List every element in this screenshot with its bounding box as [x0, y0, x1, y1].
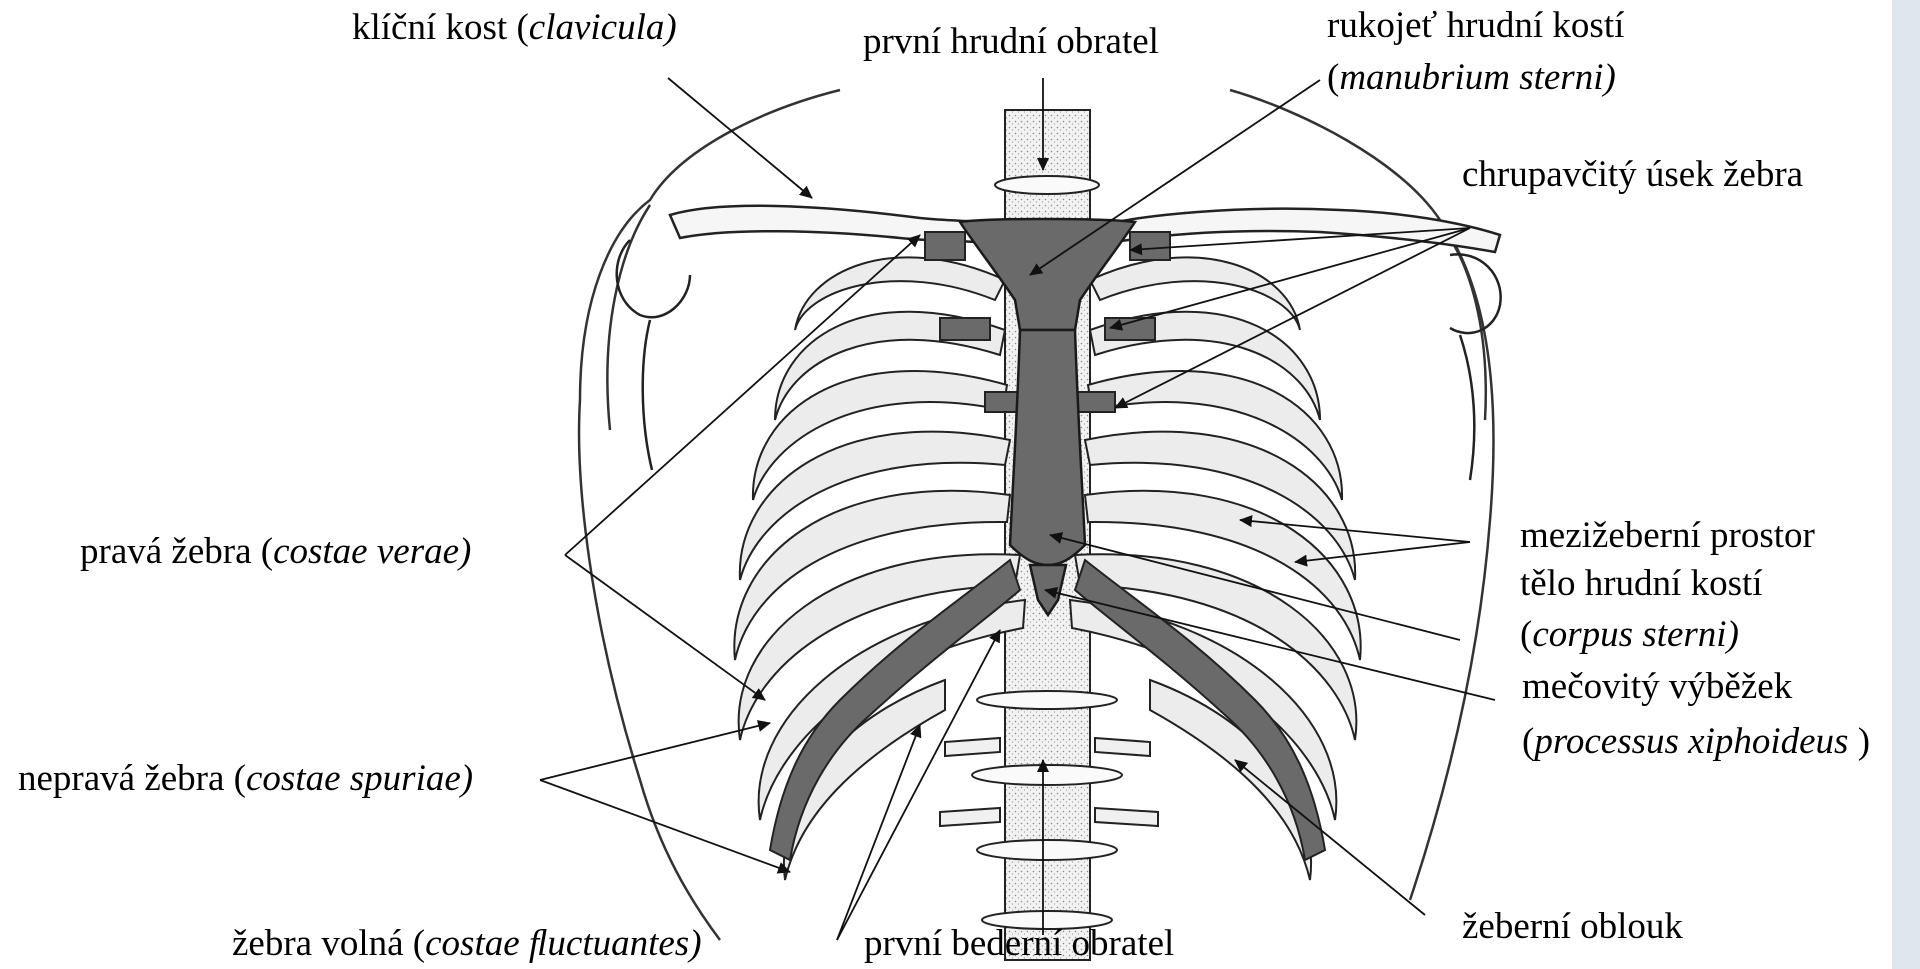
label-costal-cartilage: chrupavčitý úsek žebra	[1462, 153, 1803, 197]
scan-edge-strip	[1892, 0, 1920, 969]
ribs-right	[1070, 257, 1361, 880]
label-manubrium-latin: (manubrium sterni)	[1327, 56, 1616, 100]
label-first-lumbar-vertebra: první bederní obratel	[864, 922, 1174, 966]
label-sternum-body-latin: (corpus sterni)	[1520, 613, 1739, 657]
label-false-ribs: nepravá žebra (costae spuriae)	[18, 757, 473, 801]
label-costal-arch: žeberní oblouk	[1462, 905, 1683, 949]
label-xiphoid: mečovitý výběžek	[1522, 665, 1792, 709]
label-first-thoracic-vertebra: první hrudní obratel	[863, 20, 1159, 64]
label-intercostal-space: mezižeberní prostor	[1520, 514, 1815, 558]
label-clavicula: klíční kost (clavicula)	[352, 6, 677, 50]
label-manubrium: rukojeť hrudní kostí	[1327, 4, 1624, 48]
label-true-ribs: pravá žebra (costae verae)	[80, 530, 471, 574]
label-floating-ribs: žebra volná (costae ﬂuctuantes)	[232, 922, 702, 966]
ribs-left	[734, 257, 1025, 880]
label-sternum-body: tělo hrudní kostí	[1520, 562, 1763, 606]
label-xiphoid-latin: (processus xiphoideus )	[1522, 720, 1870, 764]
